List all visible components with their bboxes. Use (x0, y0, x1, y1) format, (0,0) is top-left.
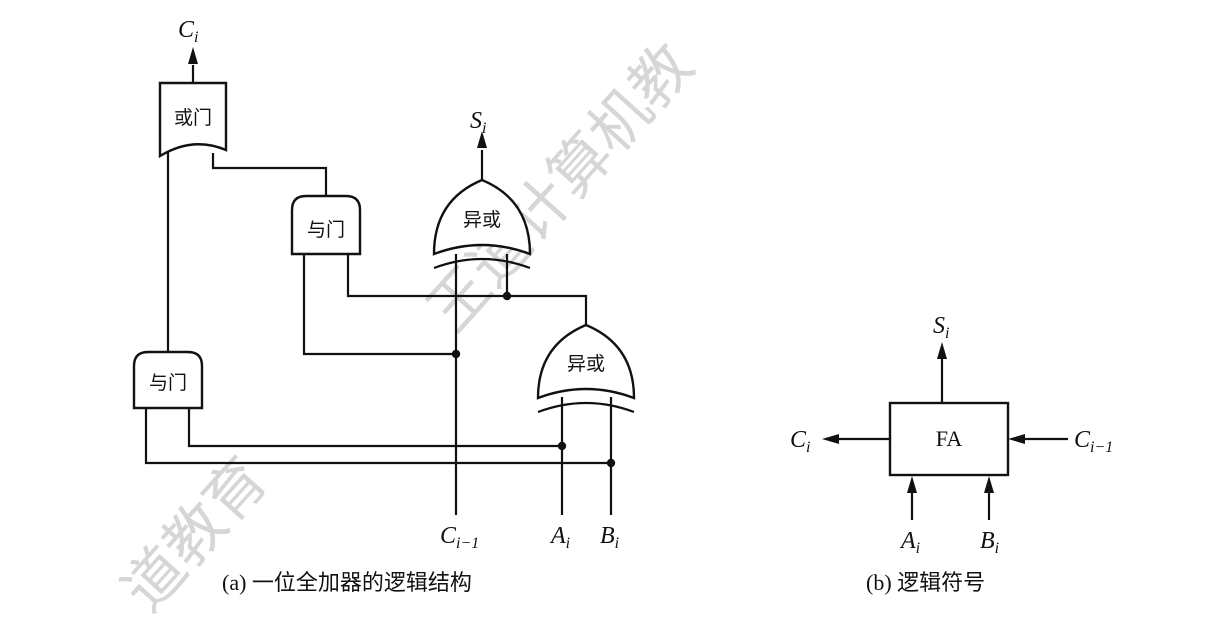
or-gate: 或门 (158, 81, 228, 159)
junction-dot (557, 441, 567, 451)
or-gate-label: 或门 (174, 107, 212, 129)
fa-block-label: FA (936, 426, 963, 451)
arrow-up-fa-bi (984, 476, 994, 493)
wire-and1-in-right (346, 253, 507, 298)
wire-and1-in-left (302, 253, 456, 356)
wires (144, 65, 613, 515)
arrow-up-fa-ai (907, 476, 917, 493)
logic-structure-diagram: 或门 与门 与门 异或 异或 Ci Si (132, 17, 636, 595)
and-gate-upper: 与门 (290, 194, 362, 256)
label-si-output: Si (470, 108, 486, 137)
xor-gate-upper: 异或 (432, 178, 532, 270)
caption-b: (b) 逻辑符号 (866, 570, 985, 595)
junctions (451, 291, 616, 468)
xor-gate-lower: 异或 (536, 323, 636, 414)
label-fa-ai: Ai (899, 528, 920, 557)
xor-gate-upper-label: 异或 (463, 209, 501, 231)
label-ci-output: Ci (178, 17, 198, 46)
wire-and2-in-right (187, 408, 562, 448)
wire-and2-in-left (144, 408, 611, 465)
and-gate-upper-label: 与门 (307, 219, 345, 241)
caption-a: (a) 一位全加器的逻辑结构 (222, 570, 472, 595)
junction-dot (606, 458, 616, 468)
arrow-up-fa-si (937, 342, 947, 359)
label-fa-si: Si (933, 313, 949, 342)
wire-xor2-out (507, 294, 588, 325)
xor-gate-lower-label: 异或 (567, 353, 605, 375)
and-gate-lower: 与门 (132, 350, 204, 410)
watermark-text-upper: 王道计算机教 (414, 31, 707, 345)
logic-symbol-diagram: FA Si Ci Ci−1 Ai Bi (b) 逻辑符号 (790, 313, 1113, 595)
junction-dot (451, 349, 461, 359)
label-bi-input: Bi (600, 523, 619, 552)
junction-dot (502, 291, 512, 301)
label-fa-bi: Bi (980, 528, 999, 557)
arrow-left-fa-ci (822, 434, 839, 444)
label-fa-ci: Ci (790, 427, 810, 456)
arrow-up-ci (188, 47, 198, 64)
label-fa-ci-1: Ci−1 (1074, 427, 1113, 456)
label-ci-1-input: Ci−1 (440, 523, 479, 552)
and-gate-lower-label: 与门 (149, 372, 187, 394)
arrow-up-si (477, 131, 487, 148)
arrow-left-fa-ci-1 (1008, 434, 1025, 444)
label-ai-input: Ai (549, 523, 570, 552)
wire-and1-to-or (211, 153, 328, 196)
